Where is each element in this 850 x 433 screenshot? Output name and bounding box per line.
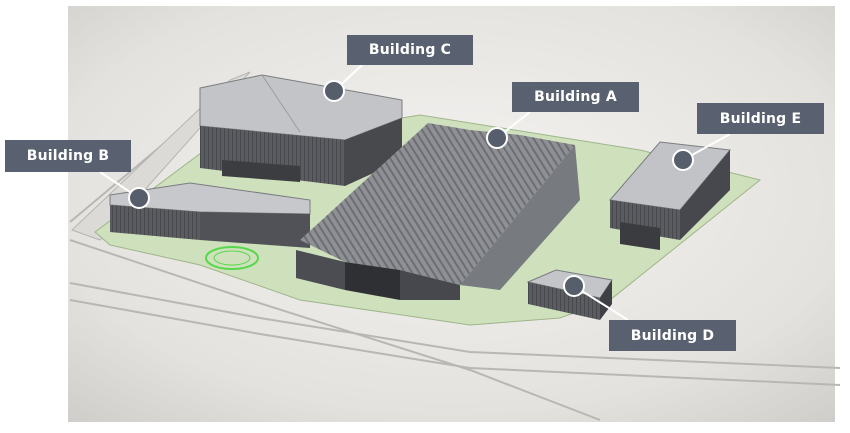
building-a: [296, 123, 580, 300]
marker-building-d-icon: [563, 275, 585, 297]
marker-building-e-icon: [672, 149, 694, 171]
label-building-a: Building A: [512, 82, 639, 112]
label-building-e: Building E: [697, 103, 824, 134]
label-building-b: Building B: [5, 140, 131, 172]
label-building-d: Building D: [609, 320, 736, 351]
marker-building-b-icon: [128, 187, 150, 209]
label-building-c: Building C: [347, 35, 473, 65]
marker-building-c-icon: [323, 80, 345, 102]
marker-building-a-icon: [486, 127, 508, 149]
building-c: [199, 74, 403, 186]
building-b: [109, 182, 311, 248]
green-roundabout: [205, 246, 259, 270]
roads: [69, 79, 841, 421]
building-e: [609, 141, 731, 250]
